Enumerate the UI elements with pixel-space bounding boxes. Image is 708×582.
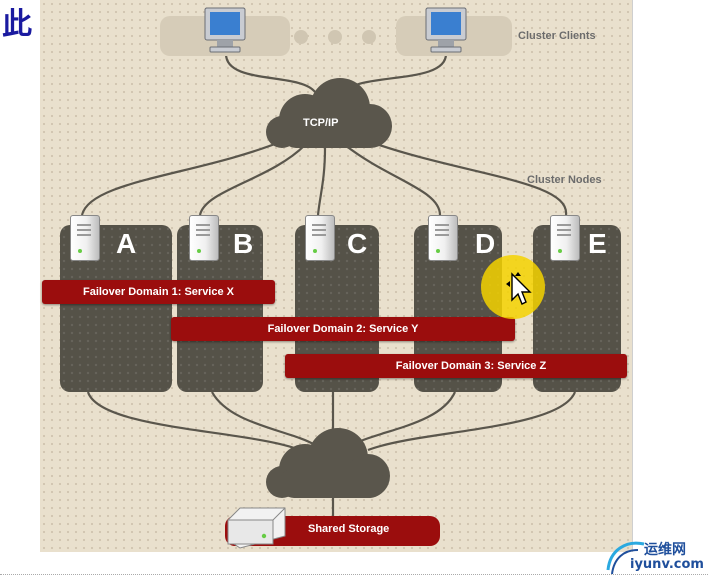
shared-storage-label: Shared Storage xyxy=(308,523,390,535)
failover-domain-2-bar: Failover Domain 2: Service Y xyxy=(171,317,515,341)
node-letter-c: C xyxy=(347,228,368,259)
server-icon xyxy=(70,215,100,261)
monitor-icon xyxy=(425,7,467,53)
tcp-ip-label: TCP/IP xyxy=(303,117,339,129)
node-letter-b: B xyxy=(233,228,254,259)
failover-domain-3-bar: Failover Domain 3: Service Z xyxy=(285,354,627,378)
move-cursor-icon xyxy=(506,272,532,305)
dotted-divider xyxy=(0,574,708,575)
watermark-text-url: iyunv.com xyxy=(630,557,704,572)
ellipsis-dot xyxy=(362,30,376,44)
watermark-logo-icon xyxy=(606,541,645,575)
node-letter-e: E xyxy=(588,228,607,259)
corner-character: 此 xyxy=(2,7,32,42)
ellipsis-dot xyxy=(294,30,308,44)
panel-edge xyxy=(632,0,633,552)
ellipsis-dot xyxy=(328,30,342,44)
failover-domain-1-bar: Failover Domain 1: Service X xyxy=(42,280,275,304)
server-icon xyxy=(550,215,580,261)
cluster-nodes-label: Cluster Nodes xyxy=(527,174,602,186)
cluster-node-a xyxy=(60,225,172,392)
watermark-text-cn: 运维网 xyxy=(644,542,686,558)
server-icon xyxy=(305,215,335,261)
server-icon xyxy=(189,215,219,261)
server-icon xyxy=(428,215,458,261)
node-letter-a: A xyxy=(116,228,137,259)
cluster-clients-label: Cluster Clients xyxy=(518,30,596,42)
storage-cloud xyxy=(266,428,390,498)
tcp-ip-cloud xyxy=(266,78,392,148)
node-letter-d: D xyxy=(475,228,496,259)
monitor-icon xyxy=(204,7,246,53)
